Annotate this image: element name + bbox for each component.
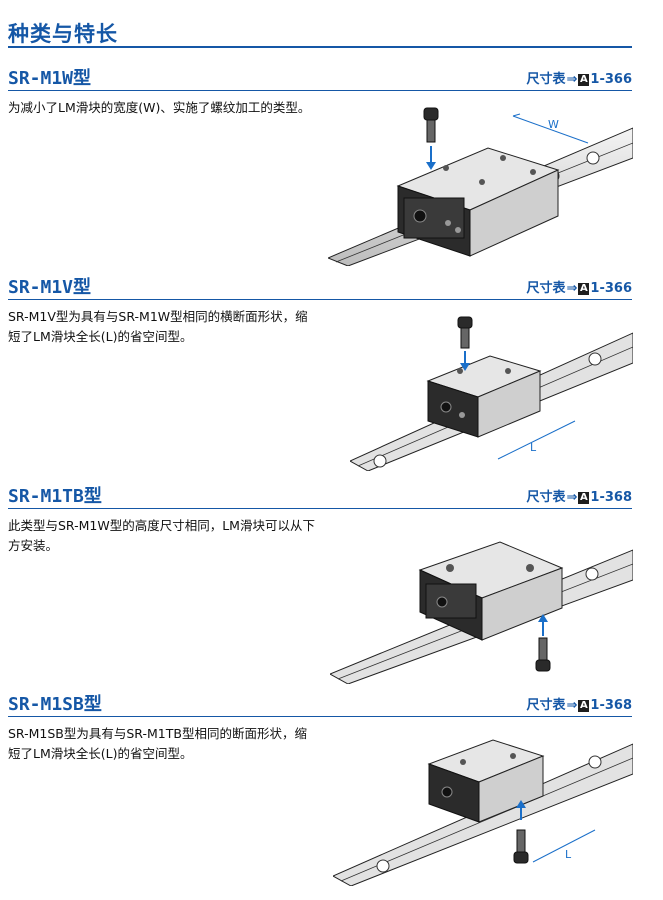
- section-divider: [8, 299, 632, 300]
- dimension-symbol: L: [565, 848, 572, 861]
- dimension-symbol: L: [530, 441, 537, 454]
- product-illustration: L: [333, 734, 633, 886]
- dimension-table-page: 1-366: [590, 281, 632, 296]
- dimension-table-label: 尺寸表: [526, 698, 566, 713]
- model-name: SR-M1SB: [8, 694, 84, 715]
- dimension-table-page: 1-368: [590, 490, 632, 505]
- dimension-table-label: 尺寸表: [526, 281, 566, 296]
- model-name: SR-M1V: [8, 277, 74, 298]
- section-title: SR-M1W型: [8, 64, 91, 90]
- section-description: 为减小了LM滑块的宽度(W)、实施了螺纹加工的类型。: [8, 100, 311, 115]
- section-title: SR-M1TB型: [8, 482, 102, 508]
- volume-badge-icon: A: [578, 492, 590, 504]
- section-description: 此类型与SR-M1W型的高度尺寸相同，LM滑块可以从下方安装。: [8, 518, 315, 553]
- title-divider: [8, 46, 632, 48]
- dimension-table-page: 1-366: [590, 72, 632, 87]
- section-divider: [8, 90, 632, 91]
- section-divider: [8, 716, 632, 717]
- double-arrow-icon: ⇒: [566, 72, 578, 87]
- section-title: SR-M1V型: [8, 273, 91, 299]
- dimension-table-page: 1-368: [590, 698, 632, 713]
- model-kind: 型: [83, 694, 102, 715]
- section-description: SR-M1SB型为具有与SR-M1TB型相同的断面形状，缩短了LM滑块全长(L)…: [8, 726, 307, 761]
- dimension-symbol: W: [548, 118, 559, 131]
- model-name: SR-M1TB: [8, 486, 84, 507]
- double-arrow-icon: ⇒: [566, 490, 578, 505]
- dimension-table-label: 尺寸表: [526, 72, 566, 87]
- double-arrow-icon: ⇒: [566, 698, 578, 713]
- product-illustration: L: [350, 311, 633, 471]
- model-kind: 型: [73, 68, 92, 89]
- model-name: SR-M1W: [8, 68, 74, 89]
- volume-badge-icon: A: [578, 700, 590, 712]
- product-illustration: W: [328, 98, 633, 266]
- model-kind: 型: [73, 277, 92, 298]
- product-illustration: [330, 528, 633, 684]
- double-arrow-icon: ⇒: [566, 281, 578, 296]
- model-kind: 型: [83, 486, 102, 507]
- volume-badge-icon: A: [578, 74, 590, 86]
- section-title: SR-M1SB型: [8, 690, 102, 716]
- volume-badge-icon: A: [578, 283, 590, 295]
- page-title: 种类与特长: [8, 22, 118, 46]
- section-description: SR-M1V型为具有与SR-M1W型相同的横断面形状，缩短了LM滑块全长(L)的…: [8, 309, 308, 344]
- dimension-table-label: 尺寸表: [526, 490, 566, 505]
- section-divider: [8, 508, 632, 509]
